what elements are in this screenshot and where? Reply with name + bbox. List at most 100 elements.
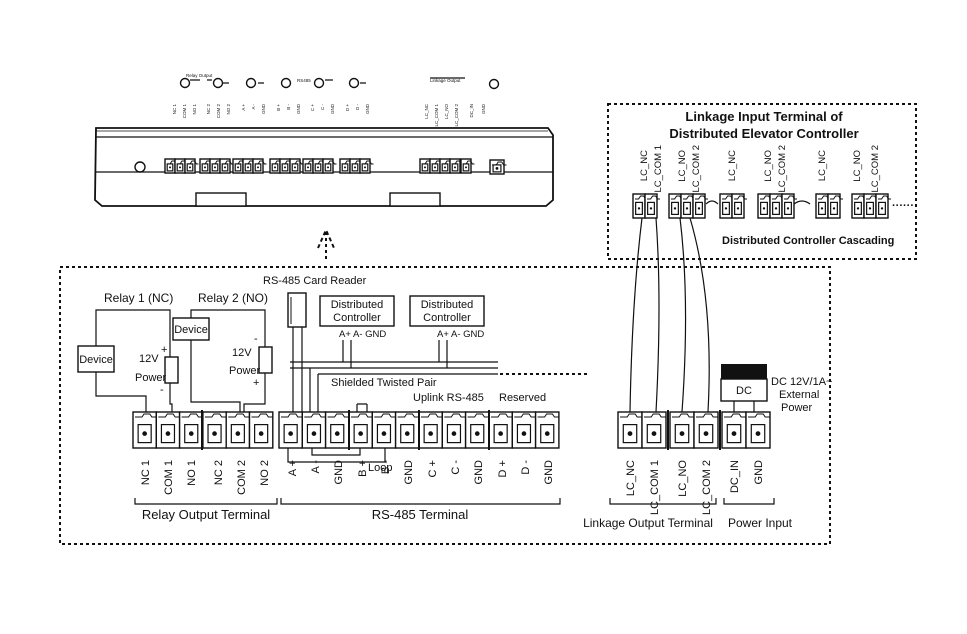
pin-label: LC_COM 1 xyxy=(434,104,439,127)
dc-adapter-top xyxy=(721,364,767,380)
linkage-input-panel: Linkage Input Terminal of Distributed El… xyxy=(607,103,917,260)
controller-1-line2: Controller xyxy=(333,312,381,324)
pin-label: GND xyxy=(365,103,370,114)
pin-label: C - xyxy=(320,104,325,111)
main-terminal xyxy=(225,411,251,449)
pin-label: LC_NO xyxy=(763,150,774,182)
pin-label: NO 1 xyxy=(186,460,198,486)
card-reader-icon xyxy=(287,292,307,328)
pin-label: A - xyxy=(251,104,256,110)
pin-label: LC_COM 2 xyxy=(701,460,713,515)
device-2-label: Device xyxy=(174,324,208,336)
pin-label: NO 2 xyxy=(259,460,271,486)
pin-label: D - xyxy=(355,104,360,111)
pin-label: COM 2 xyxy=(236,460,248,495)
device-1-box xyxy=(77,345,115,373)
pin-label: LC_COM 2 xyxy=(870,145,881,193)
device-terminal xyxy=(322,158,337,174)
linkage-output-terminal xyxy=(693,411,719,449)
pin-label: GND xyxy=(753,460,765,485)
pin-label: C + xyxy=(427,460,439,477)
pin-label: A - xyxy=(310,460,322,474)
shielded-label: Shielded Twisted Pair xyxy=(331,377,437,389)
linkage-input-terminal xyxy=(827,193,843,219)
terminal-brackets: Relay Output Terminal RS-485 Terminal xyxy=(134,498,561,522)
mount-foot xyxy=(389,192,441,207)
pin-label: D + xyxy=(497,460,509,477)
pin-label: B + xyxy=(276,104,281,111)
main-terminal-block xyxy=(132,410,560,450)
linkage-input-terminal xyxy=(769,193,785,219)
linkage-input-terminal xyxy=(875,193,891,219)
pin-label: A + xyxy=(241,104,246,111)
device-top-terminal-block xyxy=(164,158,507,175)
dc-adapter-body xyxy=(720,378,768,402)
pin-label: LC_NC xyxy=(727,150,738,181)
main-terminal xyxy=(488,411,513,449)
pin-label: LC_NC xyxy=(639,150,650,181)
pin-label: LC_NO xyxy=(444,104,449,120)
pin-label: D + xyxy=(345,104,350,112)
main-terminal xyxy=(534,411,560,449)
linkage-input-terminal xyxy=(644,193,660,219)
pin-label: B + xyxy=(357,460,369,477)
power-input-caption: Power Input xyxy=(728,516,793,530)
linkage-output-terminals xyxy=(617,410,771,450)
linkage-input-terminals xyxy=(632,193,891,219)
device-terminal xyxy=(302,158,317,174)
device-terminal xyxy=(489,159,507,175)
relay-output-label: Relay Output xyxy=(186,73,213,78)
main-terminal xyxy=(371,411,397,449)
pin-label: COM 1 xyxy=(163,460,175,495)
pin-label: C + xyxy=(310,104,315,112)
linkage-output-label: Linkage Output xyxy=(430,78,461,83)
uplink-label: Uplink RS-485 xyxy=(413,392,484,404)
main-terminal xyxy=(418,411,443,449)
external-power-3: Power xyxy=(781,402,813,414)
loop-label: Loop xyxy=(368,462,392,474)
main-terminal xyxy=(464,411,490,449)
pin-label: GND xyxy=(473,460,485,485)
pin-label: A + xyxy=(287,460,299,476)
device-terminal xyxy=(289,158,304,174)
pin-label: GND xyxy=(403,460,415,485)
main-terminal xyxy=(178,411,204,449)
main-terminal xyxy=(301,411,327,449)
cascading-label: Distributed Controller Cascading xyxy=(722,235,894,247)
pin-label: LC_NC xyxy=(817,150,828,181)
pin-label: LC_COM 1 xyxy=(653,145,664,193)
pin-label: GND xyxy=(333,460,345,485)
external-power-2: External xyxy=(779,389,819,401)
pin-label: LC_COM 2 xyxy=(691,145,702,193)
pin-label: B - xyxy=(380,460,392,474)
pin-label: GND xyxy=(481,103,486,114)
power-2-minus: - xyxy=(254,333,258,345)
linkage-output-terminal xyxy=(669,411,695,449)
controller-1-line1: Distributed xyxy=(331,299,384,311)
pin-label: LC_NC xyxy=(625,460,637,496)
mount-foot xyxy=(195,192,247,207)
main-terminal xyxy=(511,411,537,449)
linkage-output-terminal xyxy=(641,411,667,449)
power-2-plus: + xyxy=(253,377,259,389)
power-2-box xyxy=(258,346,273,374)
pin-label: LC_COM 2 xyxy=(454,104,459,127)
pin-label: D - xyxy=(520,460,532,475)
pin-label: LC_NO xyxy=(677,150,688,182)
main-terminal xyxy=(278,411,303,449)
controller-1-pins: A+ A- GND xyxy=(339,329,386,340)
pin-label: LC_COM 1 xyxy=(649,460,661,515)
pin-label: COM 2 xyxy=(216,104,221,119)
main-terminal xyxy=(348,411,373,449)
linkage-input-terminal xyxy=(863,193,879,219)
reserved-label: Reserved xyxy=(499,392,546,404)
controller-2-line1: Distributed xyxy=(421,299,474,311)
linkage-output-caption: Linkage Output Terminal xyxy=(583,516,713,530)
ellipsis-dots: ······ xyxy=(892,200,914,212)
power-2-label: Power xyxy=(229,365,261,377)
pin-label: LC_COM 2 xyxy=(777,145,788,193)
pin-label: NO 1 xyxy=(192,104,197,115)
